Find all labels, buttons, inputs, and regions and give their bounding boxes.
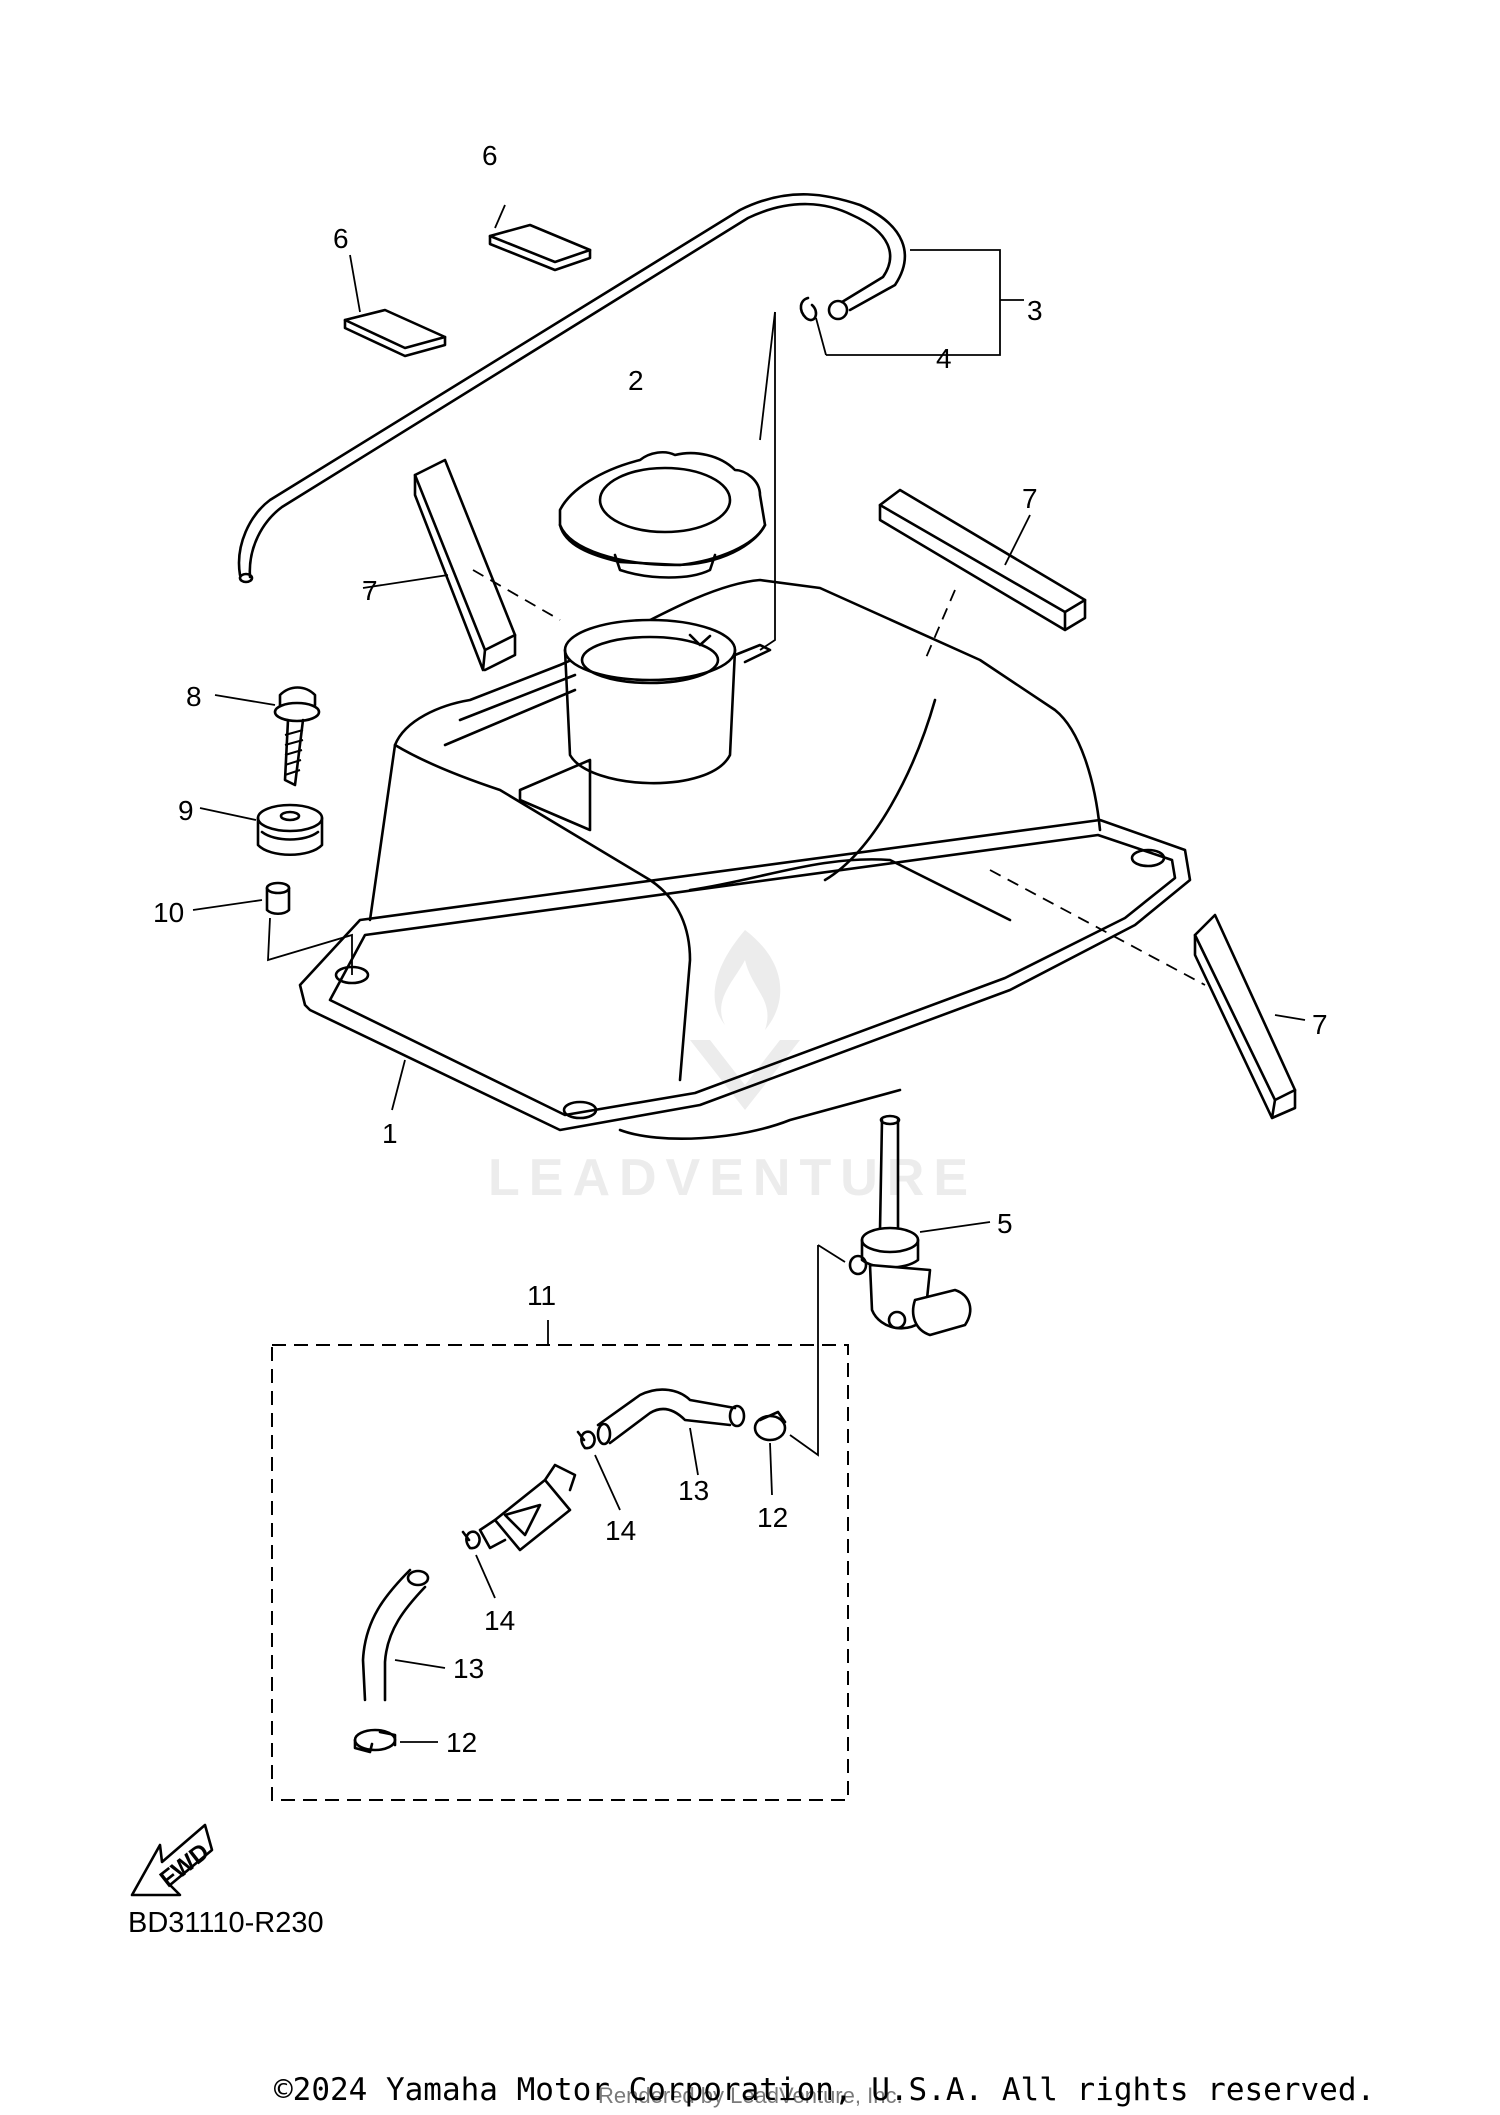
grommet — [256, 803, 324, 856]
callout-3: 3 — [1027, 295, 1043, 326]
callout-14-upper: 14 — [605, 1515, 636, 1546]
callout-7-right-bottom: 7 — [1312, 1009, 1328, 1040]
breather-hose — [237, 193, 906, 584]
damper-right-top — [878, 488, 1087, 632]
callout-7-left: 7 — [362, 575, 378, 606]
damper-left — [413, 458, 517, 672]
fuel-filter-kit-box — [271, 1344, 849, 1801]
callout-1: 1 — [382, 1118, 398, 1149]
hose-clip-14-upper — [576, 1430, 596, 1450]
callout-6-lower: 6 — [333, 223, 349, 254]
fuel-hose-lower — [361, 1568, 430, 1702]
hose-clamp-lower — [353, 1728, 397, 1754]
leadventure-watermark: LEADVENTURE — [488, 930, 977, 1207]
damper-right-bottom — [1193, 913, 1297, 1120]
copyright-text: ©2024 Yamaha Motor Corporation, U.S.A. A… — [274, 2072, 1375, 2108]
callout-13-upper: 13 — [678, 1475, 709, 1506]
collar — [265, 881, 291, 916]
damper-pad-lower — [343, 308, 447, 358]
callout-13-lower: 13 — [453, 1653, 484, 1684]
callout-2: 2 — [628, 365, 644, 396]
watermark-text: LEADVENTURE — [488, 1149, 977, 1207]
rendered-by-text: Rendered by LeadVenture, Inc. — [598, 2083, 903, 2108]
callout-11: 11 — [527, 1280, 556, 1311]
callout-7-right-top: 7 — [1022, 483, 1038, 514]
callout-8: 8 — [186, 681, 202, 712]
bolt — [273, 686, 321, 787]
diagram-reference-code: BD31110-R230 — [128, 1907, 324, 1939]
callout-9: 9 — [178, 795, 194, 826]
fuel-filter — [478, 1463, 577, 1552]
leader-lines — [192, 204, 1306, 1743]
callout-4: 4 — [936, 343, 952, 374]
hose-clamp-upper — [753, 1410, 787, 1442]
callout-10: 10 — [153, 897, 184, 928]
callout-6-upper: 6 — [482, 140, 498, 171]
fuel-hose-upper — [596, 1388, 746, 1446]
hose-clip-4 — [799, 296, 818, 322]
callout-14-lower: 14 — [484, 1605, 515, 1636]
fuel-cock — [848, 1114, 972, 1337]
forward-arrow-icon: FWD — [130, 1823, 215, 1897]
callout-12-upper: 12 — [757, 1502, 788, 1533]
hose-clip-14-lower — [461, 1530, 481, 1550]
damper-pad-upper — [488, 223, 592, 272]
fuel-cap — [558, 450, 767, 579]
callout-5: 5 — [997, 1208, 1013, 1239]
callout-12-lower: 12 — [446, 1727, 477, 1758]
fuel-tank — [298, 578, 1192, 1140]
